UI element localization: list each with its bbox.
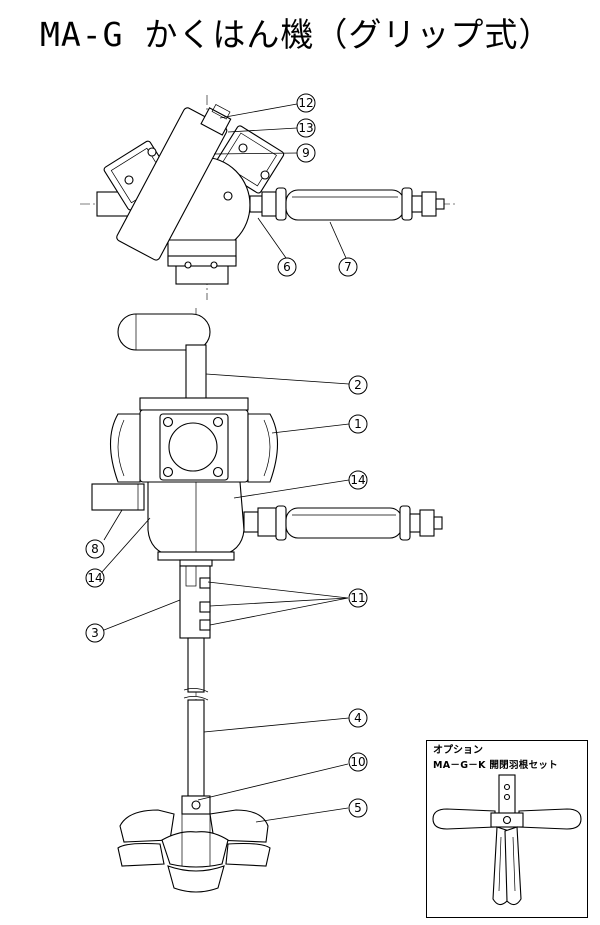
callout-14-lower: 14 xyxy=(85,568,105,588)
side-view xyxy=(91,308,443,893)
svg-text:2: 2 xyxy=(354,378,362,392)
callout-5: 5 xyxy=(348,798,368,818)
svg-text:6: 6 xyxy=(283,260,291,274)
callout-13: 13 xyxy=(296,118,316,138)
callout-14-upper: 14 xyxy=(348,470,368,490)
callout-6: 6 xyxy=(277,257,297,277)
callout-12: 12 xyxy=(296,93,316,113)
option-model: MA－G－K 開閉羽根セット xyxy=(433,760,558,771)
svg-text:3: 3 xyxy=(91,626,99,640)
callout-4: 4 xyxy=(348,708,368,728)
svg-text:14: 14 xyxy=(87,571,102,585)
page-title: MA-G かくはん機（グリップ式） xyxy=(40,15,553,54)
option-panel: オプション MA－G－K 開閉羽根セット xyxy=(426,740,588,918)
svg-text:7: 7 xyxy=(344,260,352,274)
callout-3: 3 xyxy=(85,623,105,643)
callout-7: 7 xyxy=(338,257,358,277)
svg-text:5: 5 xyxy=(354,801,362,815)
callout-2: 2 xyxy=(348,375,368,395)
callout-10: 10 xyxy=(348,752,368,772)
svg-text:4: 4 xyxy=(354,711,362,725)
top-view xyxy=(80,95,455,300)
option-blade-drawing xyxy=(432,774,582,906)
callout-11: 11 xyxy=(348,588,368,608)
svg-text:8: 8 xyxy=(91,542,99,556)
svg-text:9: 9 xyxy=(302,146,310,160)
callout-1: 1 xyxy=(348,414,368,434)
leader-lines xyxy=(101,103,350,823)
svg-text:11: 11 xyxy=(350,591,365,605)
callout-9: 9 xyxy=(296,143,316,163)
svg-text:1: 1 xyxy=(354,417,362,431)
svg-text:10: 10 xyxy=(350,755,365,769)
svg-text:12: 12 xyxy=(298,96,313,110)
option-label: オプション xyxy=(433,745,483,756)
svg-text:13: 13 xyxy=(298,121,313,135)
callout-8: 8 xyxy=(85,539,105,559)
svg-text:14: 14 xyxy=(350,473,365,487)
